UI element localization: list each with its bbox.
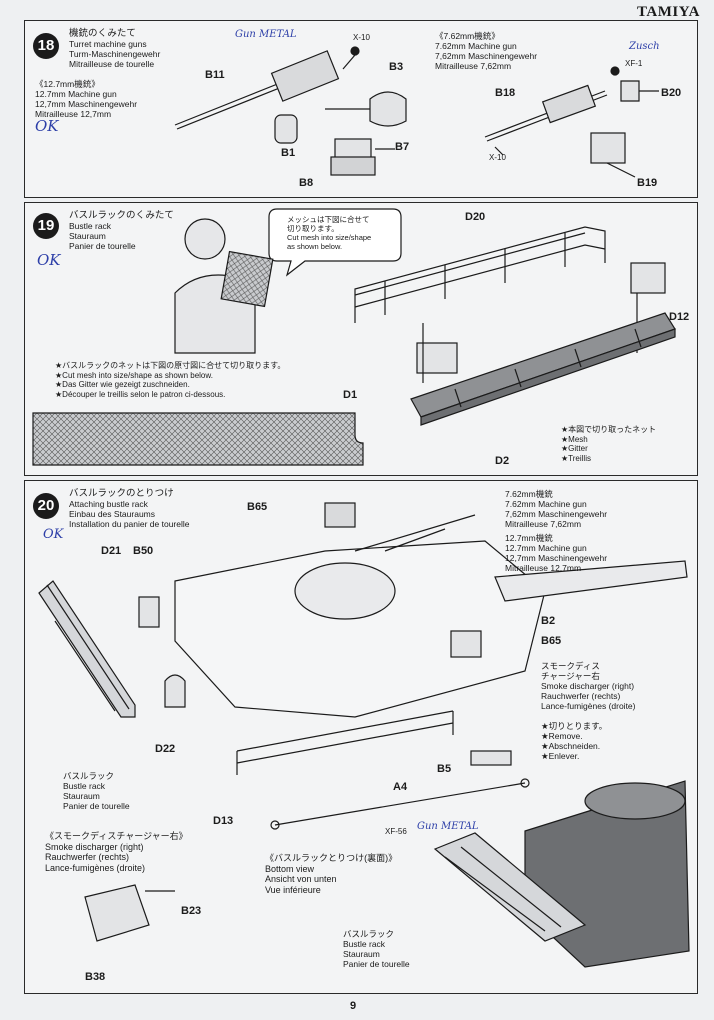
mesh-callout: ★本図で切り取ったネット ★Mesh ★Gitter ★Treillis	[561, 425, 657, 463]
smoke-discharger-detail-title: 《スモークディスチャージャー右》 Smoke discharger (right…	[45, 831, 188, 873]
part-label: B38	[85, 971, 106, 983]
handwritten-ok: OK	[37, 251, 61, 269]
part-label: B1	[281, 147, 296, 159]
part-label: D1	[343, 389, 358, 401]
handwritten-ok: OK	[43, 527, 64, 542]
step-number: 18	[33, 33, 59, 59]
step-title: バスルラックのとりつけ Attaching bustle rack Einbau…	[69, 488, 190, 530]
step-number: 19	[33, 213, 59, 239]
step-18-panel: 18 機銃のくみたて Turret machine guns Turm-Masc…	[24, 20, 698, 198]
part-label: B3	[389, 61, 404, 73]
bustle-rack-caption: バスルラック Bustle rack Stauraum Panier de to…	[63, 771, 130, 811]
handwritten-zusch: Zusch	[629, 41, 660, 52]
part-label: B18	[495, 87, 516, 99]
part-label: B8	[299, 177, 314, 189]
mg-assembly-drawing	[174, 46, 659, 178]
bustle-rack-drawing	[32, 208, 676, 466]
mesh-instruction: ★バスルラックのネットは下図の原寸図に合せて切り取ります。 ★Cut mesh …	[55, 361, 286, 399]
handwritten-gunmetal: Gun METAL	[417, 821, 479, 832]
mg127-caption: 《12.7mm機銃》 12.7mm Machine gun 12,7mm Mas…	[35, 79, 138, 119]
handwritten-gunmetal: Gun METAL	[235, 29, 297, 40]
part-label: B5	[437, 763, 452, 775]
part-label: D13	[213, 815, 234, 827]
turret-assembly-drawing	[38, 502, 690, 968]
step-20-panel: 20 バスルラックのとりつけ Attaching bustle rack Ein…	[24, 480, 698, 994]
bustle-rack-bottom-caption: バスルラック Bustle rack Stauraum Panier de to…	[343, 929, 410, 969]
step-title: 機銃のくみたて Turret machine guns Turm-Maschin…	[69, 28, 161, 70]
part-label: D22	[155, 743, 176, 755]
part-label: B7	[395, 141, 410, 153]
mg762-caption: 《7.62mm機銃》 7.62mm Machine gun 7,62mm Mas…	[435, 31, 538, 71]
step-19-panel: 19 バスルラックのくみたて Bustle rack Stauraum Pani…	[24, 202, 698, 476]
part-label: B65	[541, 635, 562, 647]
page-number: 9	[350, 1000, 357, 1012]
step-number: 20	[33, 493, 59, 519]
brand-logo: TAMIYA	[636, 4, 700, 20]
part-label: B23	[181, 905, 202, 917]
part-label: B2	[541, 615, 556, 627]
part-label: B50	[133, 545, 154, 557]
part-label: X-10	[353, 33, 370, 42]
part-label: D2	[495, 455, 510, 467]
part-label: D21	[101, 545, 122, 557]
bottom-view-title: 《バスルラックとりつけ(裏面)》 Bottom view Ansicht von…	[265, 853, 398, 895]
part-label: B11	[205, 69, 225, 81]
part-label: D20	[465, 211, 486, 223]
gun127-caption: 12.7mm機銃 12.7mm Machine gun 12,7mm Masch…	[505, 533, 608, 573]
gun762-caption: 7.62mm機銃 7.62mm Machine gun 7,62mm Masch…	[505, 489, 608, 529]
speech-bubble-text: メッシュは下図に合せて 切り取ります。 Cut mesh into size/s…	[287, 215, 372, 251]
part-label: A4	[393, 781, 408, 793]
part-label: XF-56	[385, 827, 407, 836]
part-label: B20	[661, 87, 682, 99]
part-label: B65	[247, 501, 268, 513]
handwritten-ok: OK	[35, 117, 59, 135]
smoke-discharger-caption: スモークディス チャージャー右 Smoke discharger (right)…	[541, 661, 636, 711]
part-label: XF-1	[625, 59, 643, 68]
part-label: X-10	[489, 153, 506, 162]
remove-note: ★切りとります。 ★Remove. ★Abschneiden. ★Enlever…	[541, 721, 608, 761]
step-title: バスルラックのくみたて Bustle rack Stauraum Panier …	[69, 210, 174, 252]
part-label: B19	[637, 177, 658, 189]
part-label: D12	[669, 311, 690, 323]
